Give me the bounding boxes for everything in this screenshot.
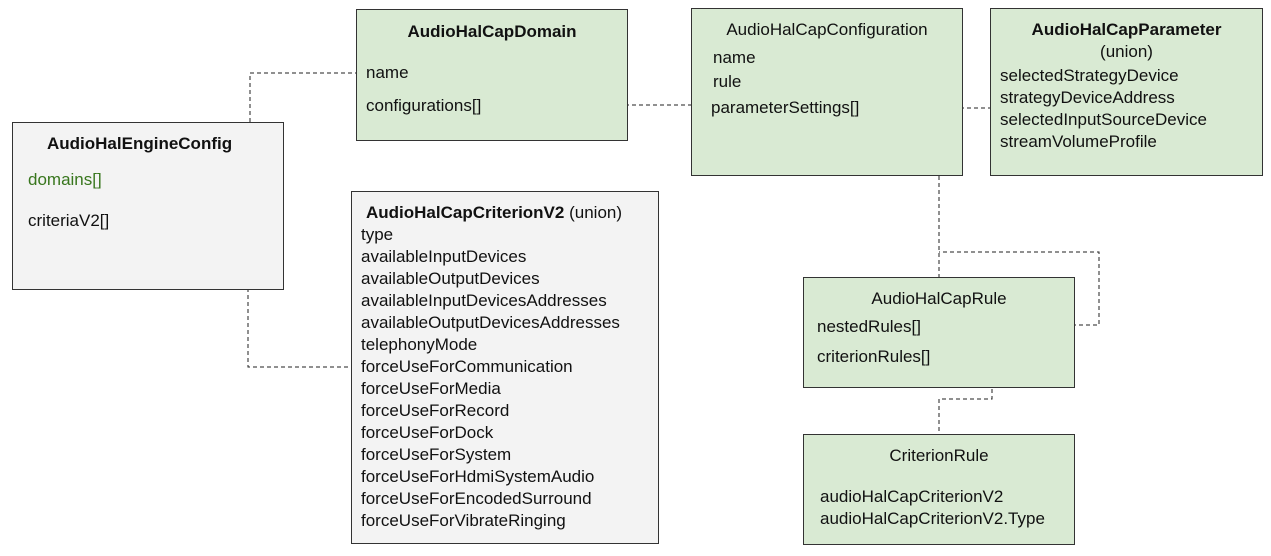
configuration-box: AudioHalCapConfiguration name rule param… — [691, 8, 963, 176]
criterion-field: availableInputDevicesAddresses — [361, 291, 607, 310]
rule-title: AudioHalCapRule — [871, 289, 1007, 308]
criterion-field: availableInputDevices — [361, 247, 527, 266]
criterion-field: availableOutputDevices — [361, 269, 540, 288]
criterion-field: forceUseForCommunication — [361, 357, 573, 376]
parameter-title: AudioHalCapParameter — [1031, 20, 1222, 39]
criterion-field: forceUseForEncodedSurround — [361, 489, 592, 508]
criterion-rule-box: CriterionRule audioHalCapCriterionV2 aud… — [803, 434, 1075, 545]
rule-box: AudioHalCapRule nestedRules[] criterionR… — [803, 277, 1075, 388]
criterion-field: forceUseForVibrateRinging — [361, 511, 566, 530]
parameter-field: strategyDeviceAddress — [1000, 88, 1175, 107]
criterion-title: AudioHalCapCriterionV2 — [366, 203, 565, 222]
engine-config-title: AudioHalEngineConfig — [47, 134, 233, 153]
parameter-field: streamVolumeProfile — [1000, 132, 1157, 151]
parameter-field: selectedStrategyDevice — [1000, 66, 1179, 85]
criterion-field: forceUseForRecord — [361, 401, 510, 420]
domain-title: AudioHalCapDomain — [407, 22, 577, 41]
criterion-title-line: AudioHalCapCriterionV2 (union) — [366, 202, 622, 224]
criterion-subtitle: (union) — [569, 203, 623, 222]
criterion-field: forceUseForDock — [361, 423, 494, 442]
domain-box: AudioHalCapDomain name configurations[] — [356, 9, 628, 141]
criterion-field-list: type availableInputDevices availableOutp… — [361, 224, 620, 532]
criterion-field: availableOutputDevicesAddresses — [361, 313, 620, 332]
criterion-field: forceUseForSystem — [361, 445, 512, 464]
criterion-field: type — [361, 225, 394, 244]
parameter-field-list: selectedStrategyDevice strategyDeviceAdd… — [1000, 65, 1207, 153]
configuration-field-rule: rule — [713, 72, 742, 91]
criterion-rule-field-type: audioHalCapCriterionV2.Type — [820, 509, 1045, 528]
engine-config-box: AudioHalEngineConfig domains[] criteriaV… — [12, 122, 284, 290]
parameter-field: selectedInputSourceDevice — [1000, 110, 1207, 129]
engine-domains-field: domains[] — [28, 170, 102, 189]
parameter-subtitle: (union) — [1100, 42, 1153, 61]
criterion-field: telephonyMode — [361, 335, 478, 354]
criterion-box: AudioHalCapCriterionV2 (union) type avai… — [351, 191, 659, 544]
configuration-field-name: name — [713, 48, 756, 67]
criterion-rule-field-criterion: audioHalCapCriterionV2 — [820, 487, 1004, 506]
parameter-box: AudioHalCapParameter (union) selectedStr… — [990, 8, 1263, 176]
criterion-rule-title: CriterionRule — [889, 446, 989, 465]
rule-field-criterionrules: criterionRules[] — [817, 347, 931, 366]
domain-field-name: name — [366, 63, 409, 82]
engine-criteria-field: criteriaV2[] — [28, 211, 110, 230]
domain-field-configurations: configurations[] — [366, 96, 482, 115]
criterion-field: forceUseForMedia — [361, 379, 501, 398]
rule-field-nestedrules: nestedRules[] — [817, 317, 921, 336]
criterion-field: forceUseForHdmiSystemAudio — [361, 467, 595, 486]
configuration-field-parametersettings: parameterSettings[] — [711, 98, 860, 117]
configuration-title: AudioHalCapConfiguration — [726, 20, 928, 39]
